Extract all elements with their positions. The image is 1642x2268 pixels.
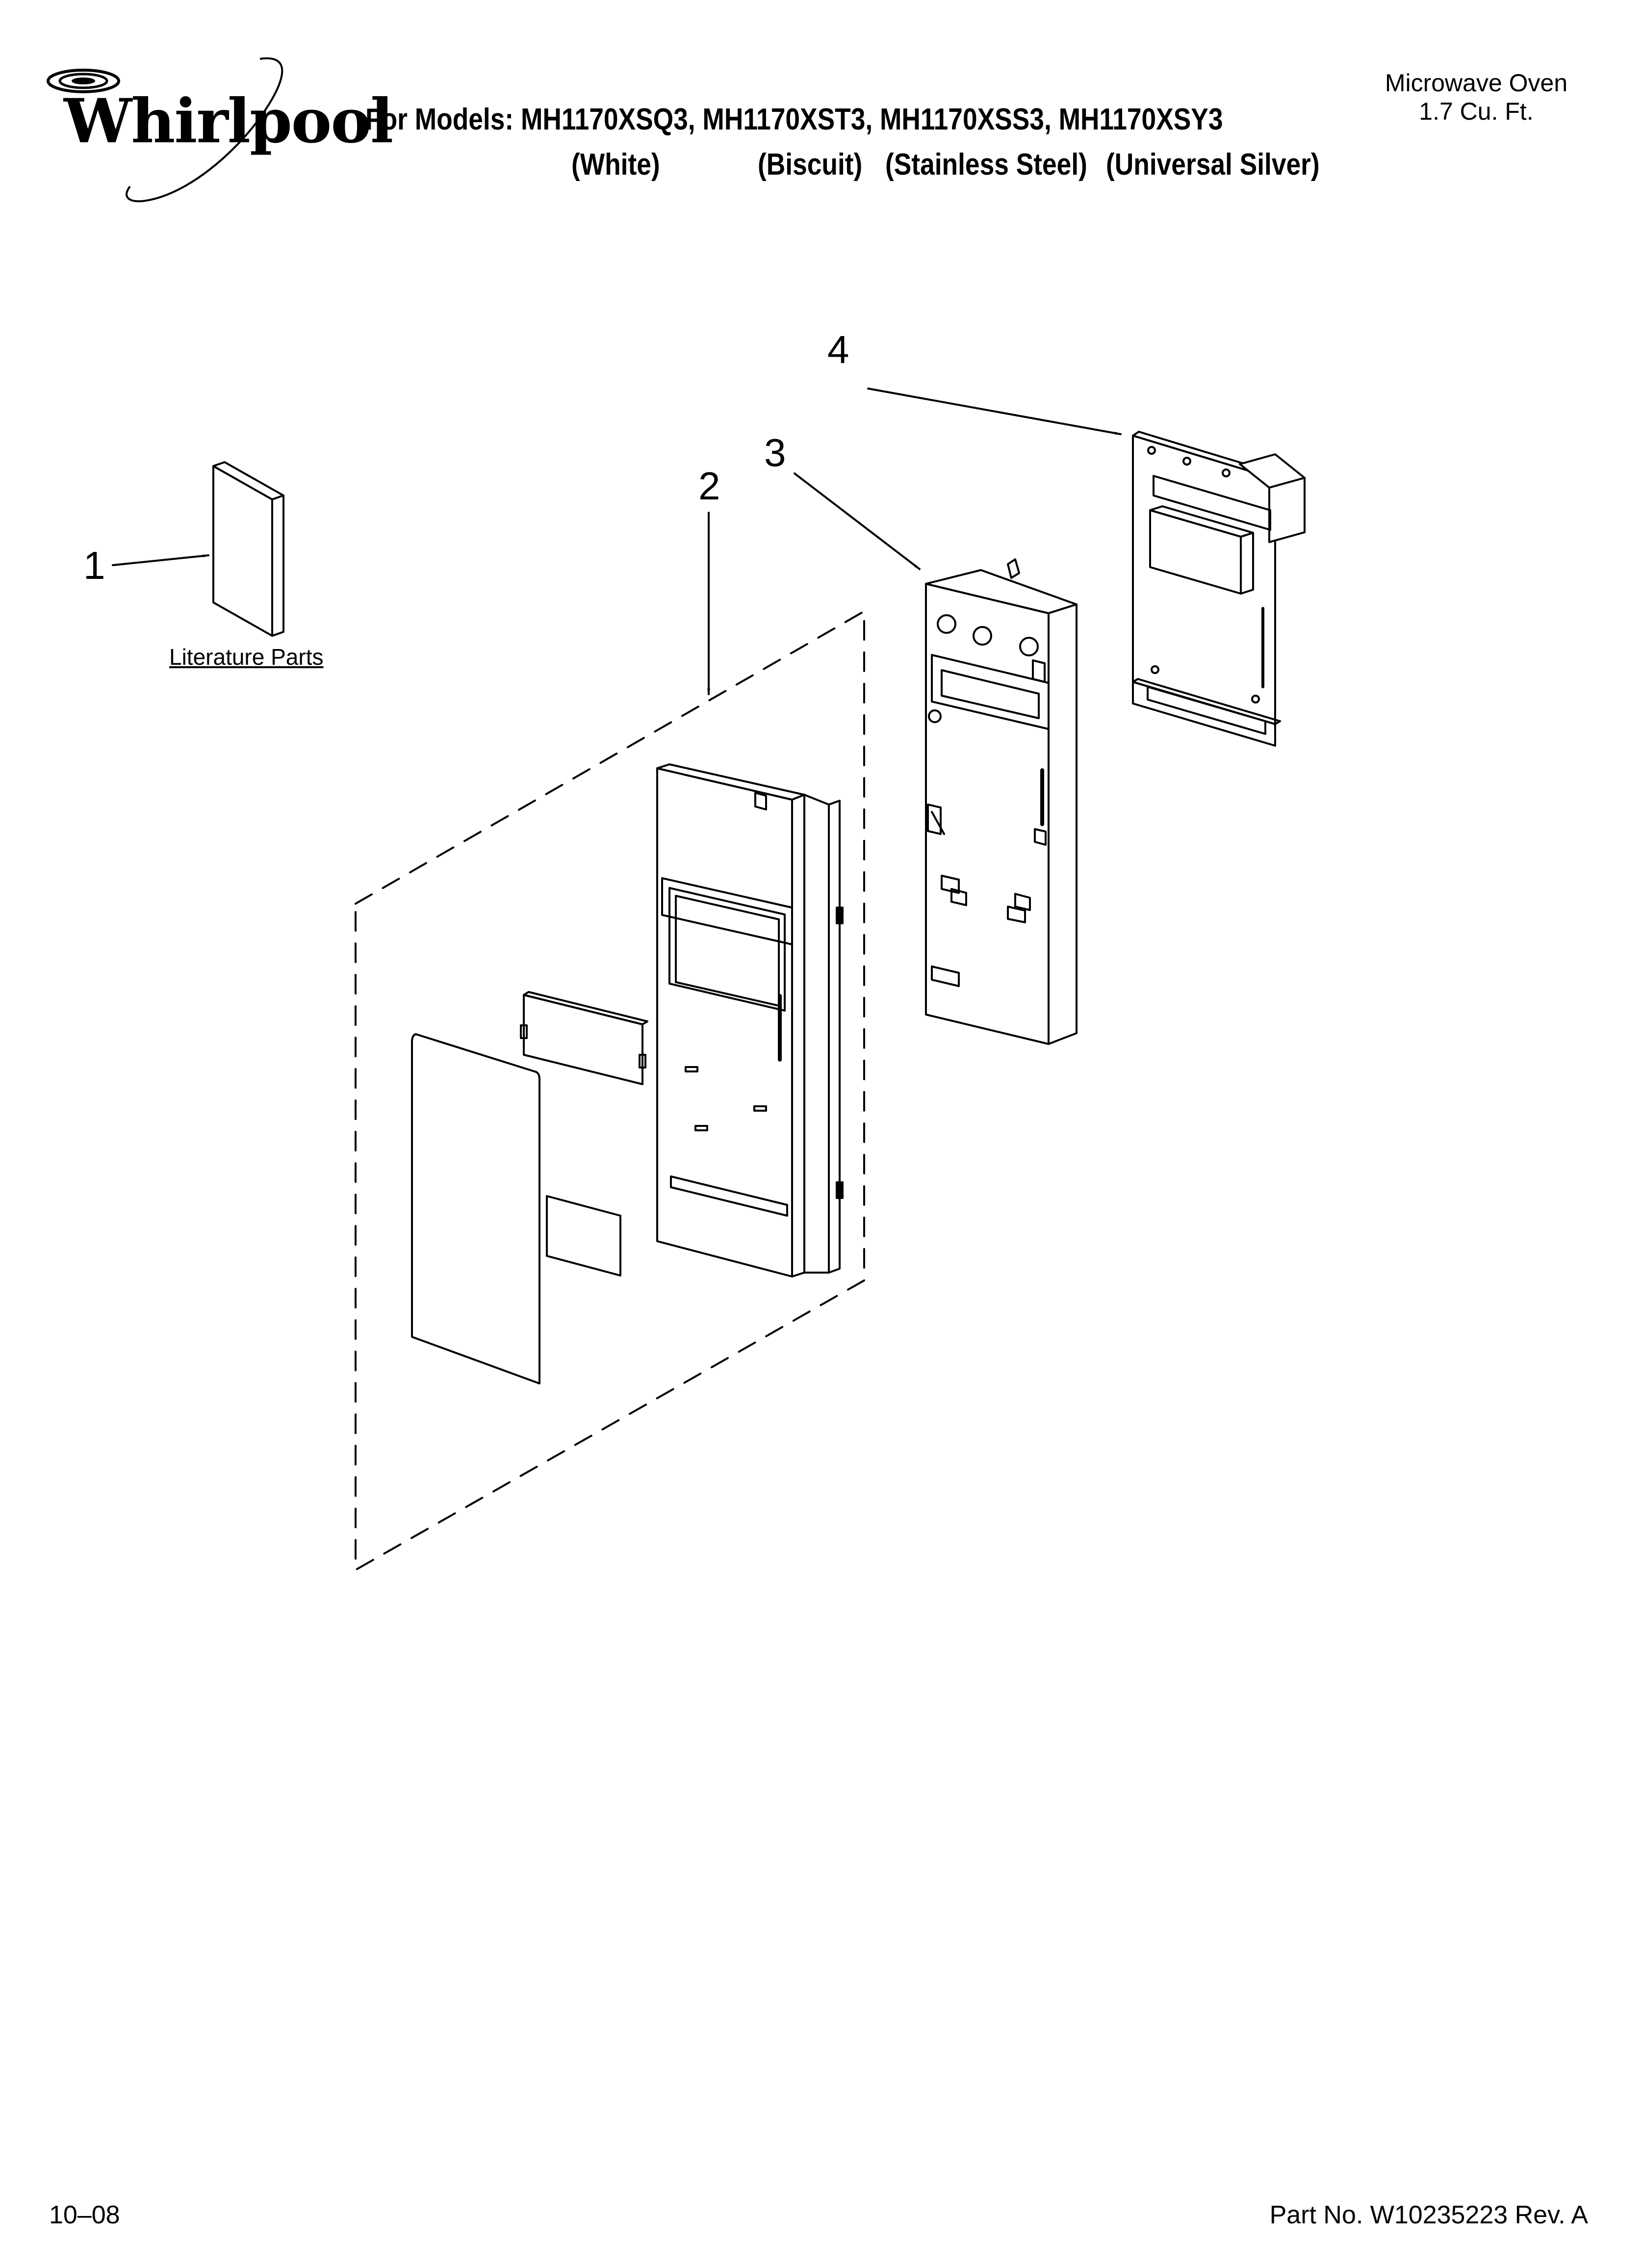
variant-stainless-steel: (Stainless Steel) <box>885 148 1087 182</box>
variant-white: (White) <box>571 148 660 182</box>
product-type: Microwave Oven <box>1385 69 1568 97</box>
whirlpool-logo: Whirlpool <box>29 54 393 211</box>
variant-universal-silver: (Universal Silver) <box>1106 148 1320 182</box>
leader-3 <box>795 473 920 569</box>
footer-date: 10–08 <box>49 2201 120 2229</box>
leader-1 <box>113 555 208 565</box>
brand-wordmark: Whirlpool <box>64 86 393 157</box>
callout-4: 4 <box>827 328 849 371</box>
footer-part-number: Part No. W10235223 Rev. A <box>1269 2201 1588 2229</box>
control-panel-front <box>657 764 843 1277</box>
callout-1: 1 <box>83 544 105 587</box>
part-3-control-housing <box>795 473 1077 1044</box>
connector-plate <box>547 1196 620 1276</box>
leader-4 <box>868 389 1121 434</box>
literature-parts-label: Literature Parts <box>169 644 324 670</box>
part-4-control-board <box>868 389 1305 746</box>
part-1-literature-booklet <box>113 462 283 636</box>
product-capacity: 1.7 Cu. Ft. <box>1419 98 1534 125</box>
whirlpool-swirl-icon <box>47 57 283 203</box>
callout-3: 3 <box>764 431 786 474</box>
variant-biscuit: (Biscuit) <box>758 148 863 182</box>
part-2-assembly-frame <box>356 513 864 1570</box>
touch-panel-overlay <box>412 1034 539 1383</box>
models-heading: For Models: MH1170XSQ3, MH1170XST3, MH11… <box>365 103 1223 136</box>
display-window-cover <box>521 992 647 1084</box>
callout-2: 2 <box>698 464 720 508</box>
